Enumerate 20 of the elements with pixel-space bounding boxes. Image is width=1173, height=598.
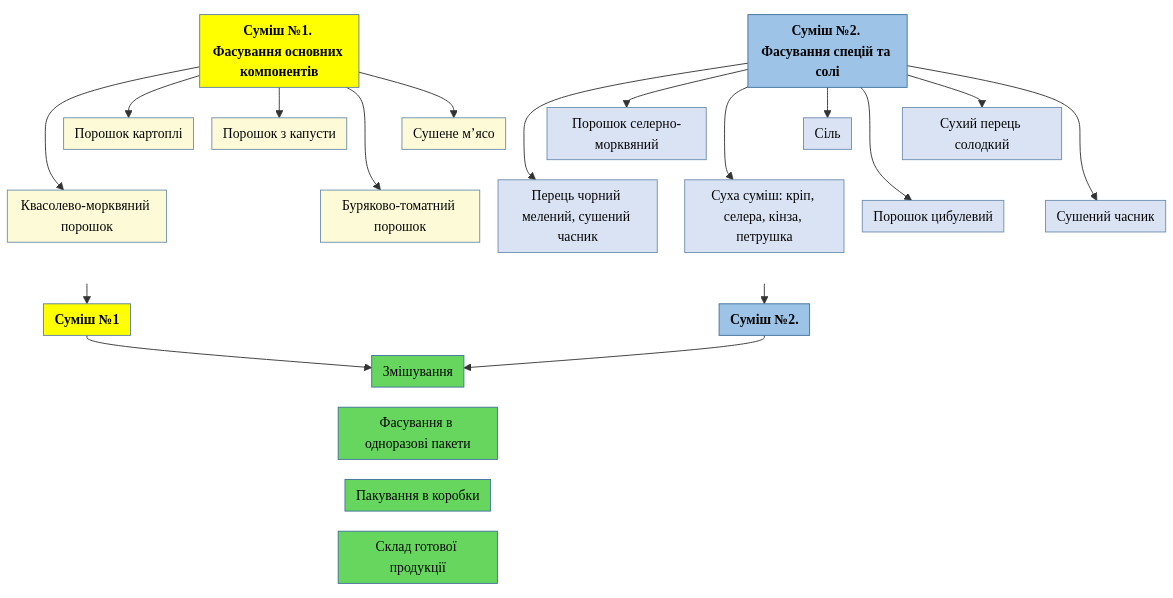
node-box: Пакування в коробки (344, 479, 492, 512)
node-box: Буряково-томатний порошок (320, 189, 481, 243)
node-box: Сухий перець солодкий (901, 107, 1063, 161)
node-box: Квасолево-морквяний порошок (6, 189, 167, 243)
node-box: Суміш №1. Фасування основних компонентів (199, 14, 360, 88)
node-box: Склад готової продукції (337, 530, 498, 584)
node-box: Змішування (371, 355, 465, 388)
node-box: Порошок цибулевий (861, 199, 1005, 233)
node-box: Фасування в одноразові пакети (337, 406, 498, 460)
node-box: Порошок картоплі (63, 117, 194, 150)
node-box: Порошок селерно-морквяний (546, 107, 707, 161)
node-box: Суха суміш: кріп, селера, кінза, петрушка (684, 179, 845, 253)
node-box: Порошок з капусти (211, 117, 348, 150)
node-box: Перець чорний мелений, сушений часник (497, 179, 658, 253)
node-box: Суміш №2. Фасування спецій та солі (747, 14, 908, 88)
node-box: Суміш №2. (718, 303, 811, 336)
node-box: Суміш №1 (42, 303, 131, 336)
node-box: Сушений часник (1045, 199, 1167, 233)
node-box: Сушене м’ясо (401, 117, 507, 150)
node-box: Сіль (803, 117, 852, 150)
